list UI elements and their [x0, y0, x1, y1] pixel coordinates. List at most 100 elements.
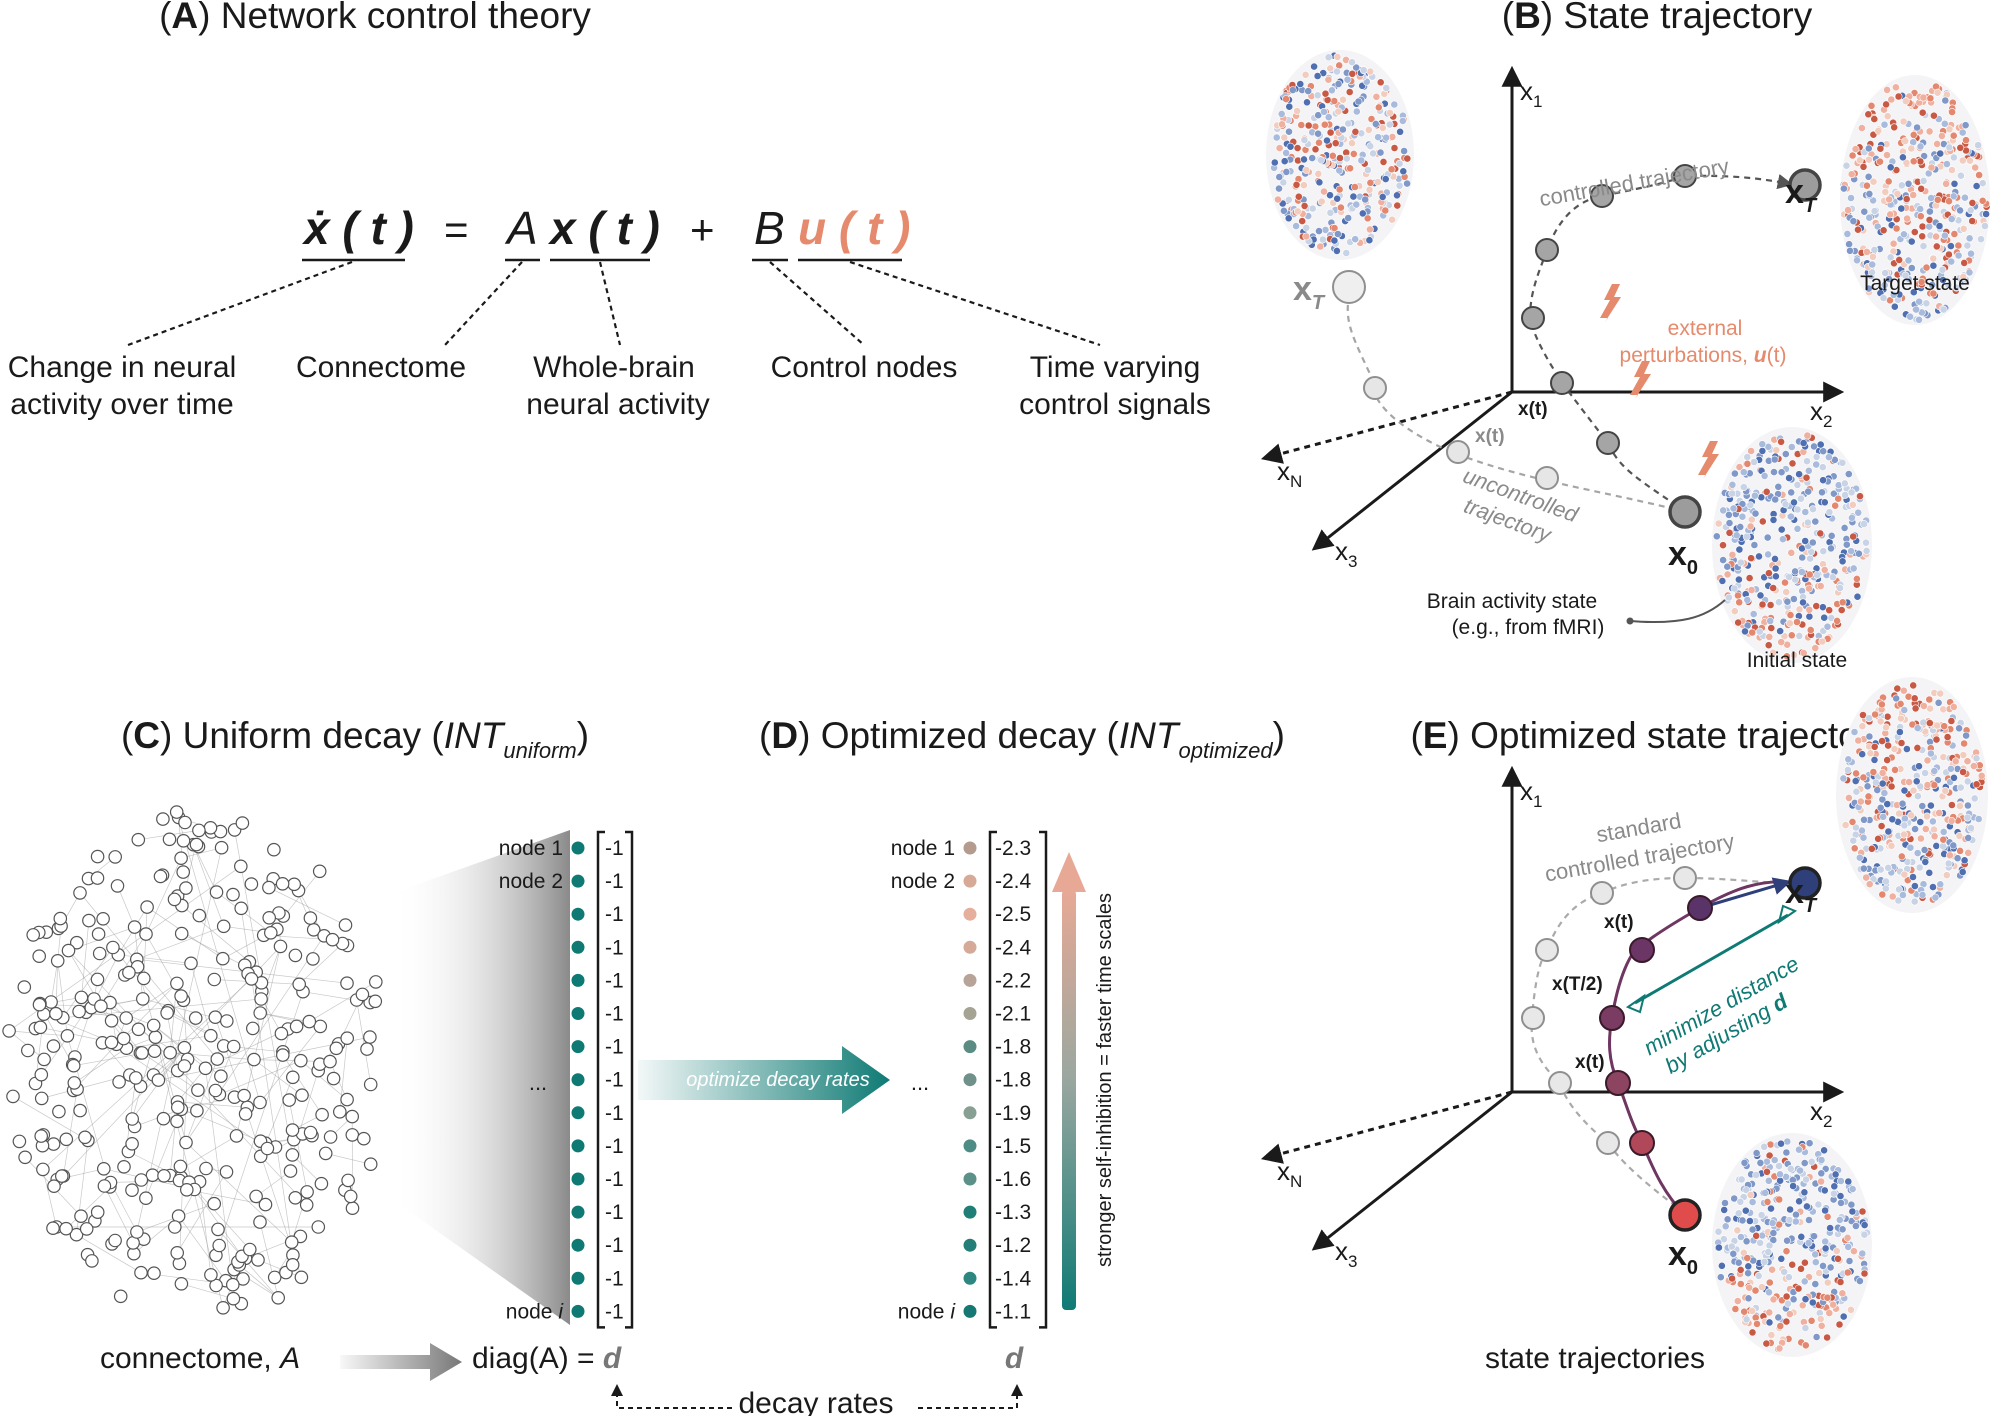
brain-dot: [1923, 781, 1932, 789]
brain-dot: [1805, 584, 1813, 593]
brain-dot: [1966, 206, 1975, 215]
connectome-node: [214, 1069, 228, 1083]
brain-dot: [1399, 167, 1408, 176]
brain-dot: [1782, 1148, 1791, 1157]
connectome-node: [283, 1164, 298, 1178]
panel-e: (E) Optimized state trajectory x1 x2 x3 …: [1260, 677, 1988, 1375]
brain-dot: [1921, 769, 1929, 777]
brain-dot: [1919, 718, 1928, 727]
brain-dot: [1836, 1278, 1845, 1286]
connectome-node: [117, 1160, 131, 1174]
brain-dot: [1952, 283, 1961, 292]
brain-dot: [1829, 1300, 1837, 1309]
brain-dot: [1811, 1250, 1820, 1259]
connectome-node: [168, 1220, 182, 1234]
brain-dot: [1963, 813, 1972, 822]
brain-dot: [1791, 1217, 1800, 1226]
brain-dot: [1296, 80, 1305, 88]
brain-dot: [1393, 201, 1402, 210]
brain-dot: [1848, 818, 1857, 826]
brain-dot: [1744, 1262, 1753, 1271]
brain-dot: [1344, 214, 1353, 222]
connectome-node: [170, 976, 184, 991]
brain-dot: [1396, 127, 1404, 136]
brain-dot: [1772, 446, 1781, 455]
svg-text:Change in neural: Change in neural: [8, 351, 237, 384]
brain-dot: [1743, 596, 1752, 604]
brain-dot: [1963, 241, 1972, 250]
brain-dot: [1746, 522, 1755, 531]
brain-dot: [1755, 552, 1763, 561]
brain-dot: [1282, 148, 1290, 157]
decay-value: -1: [605, 870, 624, 893]
brain-dot: [1744, 1269, 1752, 1278]
brain-dot: [1275, 184, 1283, 193]
brain-dot: [1387, 165, 1396, 174]
brain-dot: [1323, 136, 1331, 145]
connectome-node: [340, 1031, 354, 1045]
brain-dot: [1800, 1188, 1809, 1197]
brain-dot: [1848, 1185, 1857, 1193]
brain-dot: [1372, 92, 1381, 101]
connectome-node: [131, 1022, 146, 1037]
brain-dot: [1720, 1235, 1728, 1244]
panel-a-title: (A) Network control theory: [159, 0, 591, 36]
brain-dot: [1968, 217, 1977, 225]
decay-node-dot: [963, 1007, 977, 1020]
brain-dot: [1801, 1324, 1810, 1332]
brain-dot: [1885, 275, 1893, 283]
brain-dot: [1715, 1243, 1723, 1252]
connectome-node: [176, 833, 191, 848]
brain-dot: [1775, 1220, 1783, 1229]
decay-node-dot: [963, 1040, 977, 1054]
brain-dot: [1925, 222, 1934, 231]
connectome-node: [108, 850, 122, 864]
brain-dot: [1859, 864, 1868, 873]
brain-dot: [1783, 597, 1792, 606]
brain-dot: [1925, 127, 1934, 136]
brain-dot: [1280, 133, 1289, 142]
connectome-node: [208, 1083, 223, 1098]
e-x0-label: x0: [1668, 1235, 1698, 1279]
controlled-nodes: [1521, 164, 1822, 529]
connectome-node: [282, 1093, 296, 1107]
brain-dot: [1734, 1258, 1743, 1267]
brain-dot: [1910, 228, 1919, 236]
connectome-node: [46, 1039, 61, 1053]
brain-dot: [1326, 208, 1335, 217]
brain-dot: [1860, 1221, 1869, 1229]
eq-B: B: [754, 202, 785, 254]
brain-dot: [1900, 706, 1909, 714]
brain-dot: [1764, 1176, 1773, 1185]
brain-dot: [1944, 281, 1953, 289]
connectome-node: [363, 1077, 378, 1092]
connectome-node: [300, 1185, 314, 1199]
brain-dot: [1907, 237, 1916, 246]
brain-dot: [1797, 494, 1805, 503]
brain-dot: [1913, 849, 1922, 857]
brain-dot: [1870, 742, 1879, 751]
connectome-node: [90, 871, 105, 885]
brain-dot: [1302, 166, 1311, 174]
brain-dot: [1898, 799, 1907, 808]
decay-node-dot: [571, 1238, 585, 1252]
brain-dot: [1910, 694, 1919, 703]
brain-dot: [1919, 93, 1928, 102]
brain-dot: [1735, 463, 1744, 471]
brain-dot: [1848, 151, 1857, 160]
brain-dot: [1324, 113, 1333, 122]
brain-dot: [1381, 175, 1390, 183]
xT-grey-label: xT: [1293, 270, 1326, 314]
brain-dot: [1881, 269, 1890, 277]
brain-dot: [1751, 509, 1760, 518]
decay-value: -1: [605, 837, 624, 860]
brain-dot: [1925, 868, 1934, 877]
brain-dot: [1926, 94, 1935, 103]
brain-dot: [1782, 1247, 1791, 1256]
brain-dot: [1944, 859, 1953, 868]
self-inhibition-arrow: [1062, 890, 1076, 1310]
brain-dot: [1837, 606, 1846, 614]
brain-dot: [1288, 86, 1297, 94]
brain-dot: [1863, 247, 1871, 256]
brain-dot: [1820, 498, 1829, 507]
